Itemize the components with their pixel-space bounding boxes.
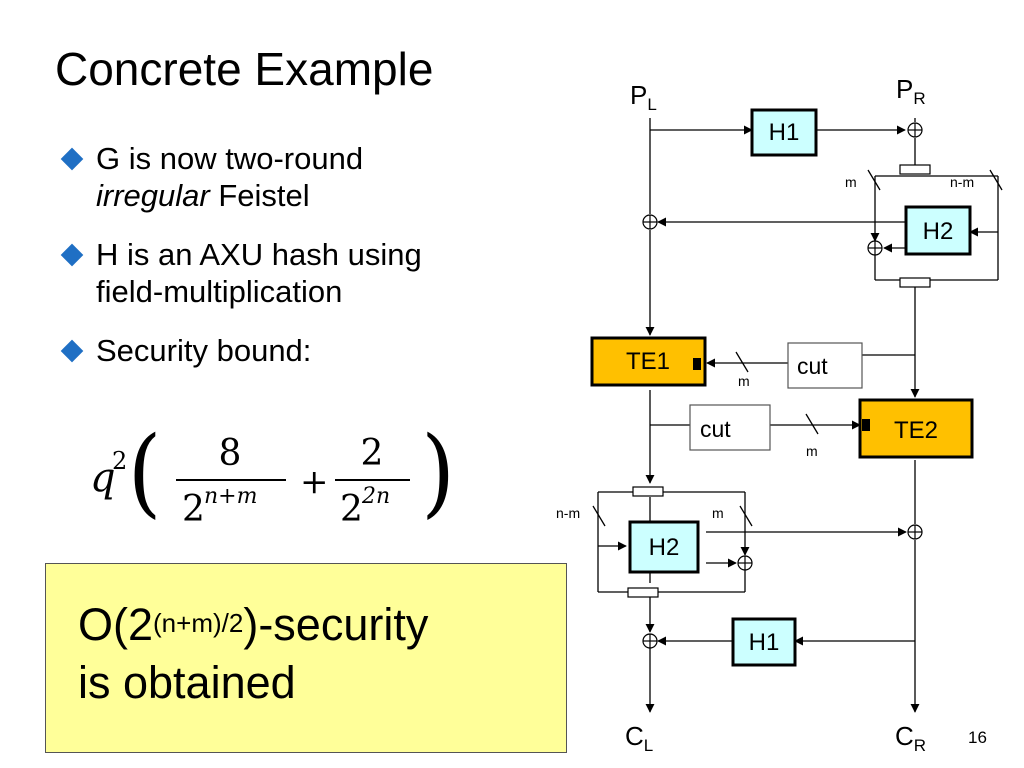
xor-right-bottom: [907, 524, 923, 540]
formula-right-paren: ): [421, 425, 455, 528]
formula-denominator-2-exponent: 2n: [361, 484, 390, 509]
h2-bottom-label: H2: [649, 534, 680, 561]
te2-label: TE2: [894, 417, 938, 444]
input-left-label: PL: [630, 80, 657, 114]
slash-nm-bottom: [592, 505, 606, 527]
input-right-label: PR: [896, 74, 926, 108]
cut-bottom-label: cut: [700, 416, 731, 442]
formula-numerator-1: 8: [219, 433, 242, 474]
cut-top-label: cut: [797, 353, 828, 379]
xor-inner-bottom: [737, 555, 753, 571]
xor-inner-top: [867, 240, 883, 256]
slide-title: Concrete Example: [55, 43, 434, 95]
bullet-text: Feistel: [218, 178, 310, 213]
bullet-list: G is now two-round irregular Feistel H i…: [60, 140, 540, 391]
h1-top-box: [750, 108, 818, 157]
te1-box: [590, 336, 707, 387]
wire-label-m-bottom: m: [712, 505, 724, 521]
slash-m-te2: [805, 413, 819, 435]
h2-top-label: H2: [923, 218, 954, 245]
wire-label-m-te1: m: [738, 373, 750, 389]
output-left-label: CL: [625, 721, 653, 755]
formula-left-paren: (: [128, 425, 162, 528]
wire-label-nm-bottom: n-m: [556, 505, 580, 521]
split-bar-top: [899, 164, 931, 175]
bullet-item: Security bound:: [60, 332, 540, 369]
slash-m-top: [867, 169, 881, 191]
te2-box: [858, 398, 974, 459]
merge-bar-top: [899, 277, 931, 288]
h1-top-label: H1: [769, 119, 800, 146]
h2-top-box: [904, 205, 972, 256]
slash-m-te1: [735, 351, 749, 373]
wire-label-m-top: m: [845, 174, 857, 190]
callout-superscript: (n+m)/2: [153, 608, 244, 638]
slash-m-bottom: [739, 505, 753, 527]
formula-denominator-1-base: 2: [182, 489, 205, 530]
split-bar-bottom: [632, 486, 664, 497]
merge-bar-bottom: [627, 587, 659, 598]
callout-text: O(2(n+m)/2)-security is obtained: [78, 596, 428, 712]
output-right-label: CR: [895, 721, 926, 755]
te1-label: TE1: [626, 348, 670, 375]
bullet-text: H is an AXU hash using: [96, 237, 422, 272]
bullet-text: Security bound:: [96, 333, 312, 368]
bullet-text: G is now two-round: [96, 141, 364, 176]
bullet-text: field-multiplication: [96, 274, 343, 309]
callout-prefix: O(2: [78, 599, 154, 650]
callout-suffix: )-security: [243, 599, 429, 650]
bullet-emphasis: irregular: [96, 178, 210, 213]
xor-left-bottom: [642, 633, 658, 649]
xor-left-1: [642, 214, 658, 230]
formula-denominator-1-exponent: n+m: [204, 484, 257, 509]
formula-denominator-2-base: 2: [340, 489, 363, 530]
page-number: 16: [968, 728, 987, 747]
security-callout-box: O(2(n+m)/2)-security is obtained: [45, 563, 567, 753]
cut-top-box: [787, 342, 863, 389]
h2-bottom-box: [628, 520, 700, 574]
te1-key-port: [693, 358, 701, 370]
h1-bottom-box: [731, 617, 797, 667]
formula-numerator-2: 2: [361, 433, 384, 474]
xor-top-right: [907, 122, 923, 138]
security-bound-formula: q 2 ( 8 2 n+m + 2 2 2n ): [90, 425, 455, 530]
formula-base: q: [90, 455, 116, 501]
callout-line-2: is obtained: [78, 657, 296, 708]
cut-bottom-box: [689, 404, 771, 451]
bullet-item: G is now two-round irregular Feistel: [60, 140, 540, 214]
bullet-item: H is an AXU hash using field-multiplicat…: [60, 236, 540, 310]
formula-exponent: 2: [112, 447, 127, 475]
te2-key-port: [862, 419, 870, 431]
formula-plus: +: [300, 462, 329, 502]
h1-bottom-label: H1: [749, 629, 780, 656]
slash-nm-top: [989, 169, 1003, 191]
wire-label-m-te2: m: [806, 443, 818, 459]
wire-label-nm-top: n-m: [950, 174, 974, 190]
